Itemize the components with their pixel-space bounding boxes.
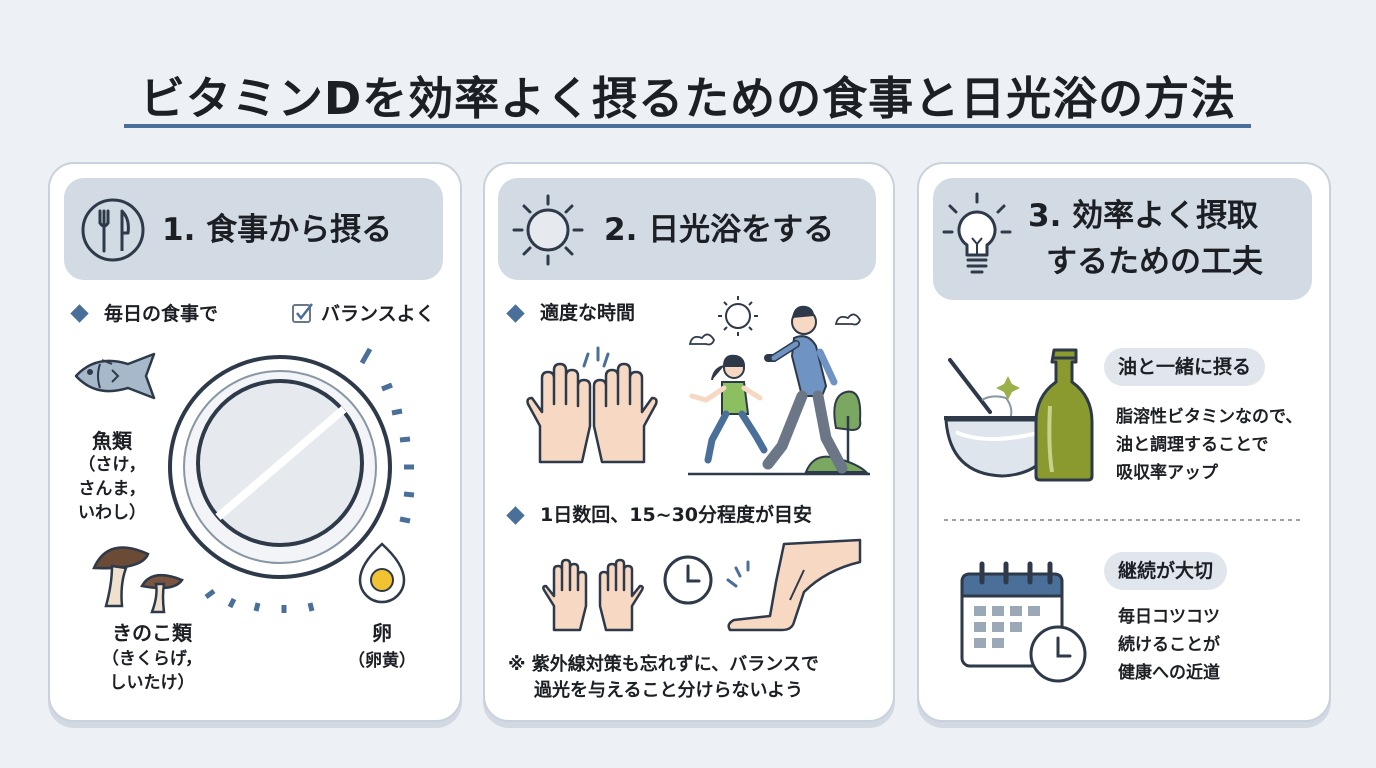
tip-continue-label: 継続が大切 — [1104, 552, 1228, 590]
mushroom-example-2: しいたけ） — [109, 673, 195, 693]
tip-oil-line2: 油と調理することで — [1116, 435, 1269, 455]
caution-note-1: ※ 紫外線対策も忘れずに、バランスで — [508, 654, 819, 675]
hands-icon — [542, 558, 644, 632]
tip-continue-line2: 続けることが — [1118, 635, 1220, 655]
duration-point: 1日数回、15~30分程度が目安 — [540, 504, 813, 526]
mixing-bowl-oil-icon — [944, 348, 1094, 482]
diet-point: 毎日の食事で — [104, 303, 219, 325]
hands-icon — [526, 346, 658, 464]
fish-name: 魚類 — [92, 429, 132, 453]
fish-example-2: さんま， — [78, 479, 146, 499]
title-underline — [124, 124, 1251, 128]
section3-title-line1: 3. 効率よく摂取 — [1028, 198, 1259, 234]
section1-title: 1. 食事から摂る — [162, 212, 393, 248]
tip-oil-label: 油と一緒に摂る — [1104, 348, 1266, 386]
checkbox-icon — [292, 303, 313, 323]
divider — [944, 519, 1302, 521]
fork-knife-icon — [81, 198, 145, 262]
mushroom-example-1: （きくらげ， — [101, 649, 203, 669]
egg-detail: （卵黄） — [348, 651, 416, 671]
mushroom-icon — [92, 546, 184, 614]
tip-oil-line1: 脂溶性ビタミンなので、 — [1116, 407, 1303, 427]
section3-header — [933, 178, 1312, 300]
plate-icon — [168, 347, 415, 613]
walking-family-icon — [688, 296, 870, 476]
tip-continue-line3: 健康への近道 — [1118, 663, 1220, 683]
legs-icon — [726, 538, 862, 632]
time-point: 適度な時間 — [540, 302, 636, 324]
lightbulb-icon — [942, 192, 1012, 274]
clock-icon — [663, 555, 713, 605]
sun-icon — [512, 194, 584, 266]
fish-icon — [74, 352, 156, 400]
calendar-clock-icon — [960, 561, 1087, 683]
caution-note-2: 過光を与えること分けらないよう — [534, 680, 804, 701]
section2-title: 2. 日光浴をする — [604, 212, 835, 248]
mushroom-name: きのこ類 — [112, 621, 192, 645]
fish-example-3: いわし） — [78, 503, 146, 523]
page-title: ビタミンDを効率よく摂るための食事と日光浴の方法 — [139, 72, 1237, 125]
tip-oil-line3: 吸収率アップ — [1116, 463, 1218, 483]
egg-name: 卵 — [372, 621, 392, 645]
balance-label: バランスよく — [321, 303, 435, 325]
egg-icon — [358, 542, 406, 604]
section3-title-line2: するための工夫 — [1046, 244, 1263, 280]
tip-continue-line1: 毎日コツコツ — [1118, 607, 1220, 627]
fish-example-1: （さけ， — [78, 455, 146, 475]
